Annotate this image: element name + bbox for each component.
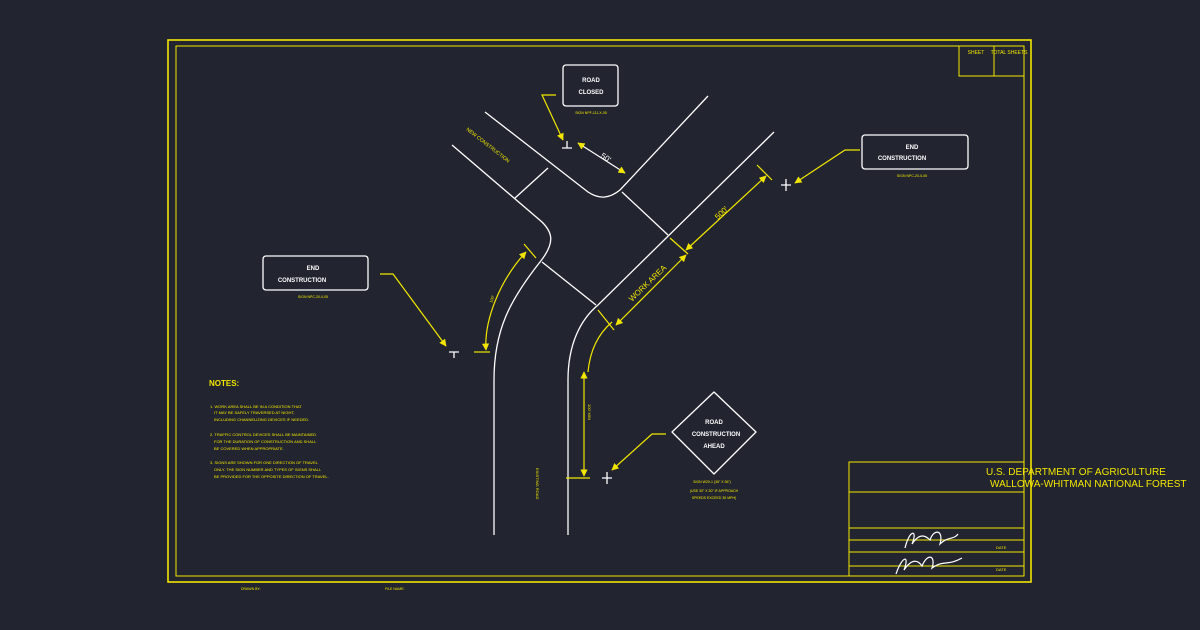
agency-line-1: U.S. DEPARTMENT OF AGRICULTURE	[986, 467, 1166, 478]
title-block	[848, 461, 1025, 577]
agency-line-2: WALLOWA-WHITMAN NATIONAL FOREST	[990, 479, 1186, 490]
note-1-line-1: 1. WORK AREA SHALL BE IN A CONDITION THA…	[210, 404, 302, 409]
note-1-line-2: IT MAY BE SAFELY TRAVERSED AT NIGHT,	[214, 410, 294, 415]
sign-end-left-code: SIGN NPC-20-0-05	[298, 295, 328, 299]
sign-rca-line1: ROAD	[705, 420, 723, 426]
sheet-border	[167, 39, 1032, 583]
sign-rca-line3: AHEAD	[703, 444, 725, 450]
sheet-number-block	[958, 45, 1025, 77]
notes-heading: NOTES:	[209, 379, 239, 388]
signature-1	[904, 531, 959, 549]
sign-road-construction-ahead: ROAD CONSTRUCTION AHEAD	[671, 391, 757, 475]
label-dim-100-left: 100'	[488, 294, 495, 303]
note-2-line-1: 2. TRAFFIC CONTROL DEVICES SHALL BE MAIN…	[210, 432, 316, 437]
label-new-construction: NEW CONSTRUCTION	[465, 127, 511, 165]
note-2-line-3: BE COVERED WHEN APPROPRIATE.	[214, 446, 284, 451]
road-linework	[451, 95, 775, 535]
sign-end-left-line2: CONSTRUCTION	[278, 278, 326, 284]
note-3-line-3: BE PROVIDED FOR THE OPPOSITE DIRECTION O…	[214, 474, 329, 479]
dimension-lines	[474, 142, 773, 479]
label-existing-road: EXISTING ROAD	[535, 468, 540, 499]
sign-posts	[449, 141, 791, 484]
notes-block: NOTES: 1. WORK AREA SHALL BE IN A CONDIT…	[209, 379, 329, 479]
sign-rca-line2: CONSTRUCTION	[692, 432, 740, 438]
sign-road-closed: ROAD CLOSED	[562, 64, 619, 107]
sign-rca-note2: SPEEDS EXCEED 35 MPH)	[692, 496, 736, 500]
total-sheets-label: TOTAL SHEETS	[991, 50, 1029, 56]
sign-road-closed-line1: ROAD	[582, 78, 600, 84]
sign-end-construction-left: END CONSTRUCTION	[262, 255, 369, 291]
sign-end-construction-right: END CONSTRUCTION	[861, 134, 969, 170]
sign-end-right-code: SIGN NPC-20-0-05	[897, 174, 927, 178]
note-2-line-2: FOR THE DURATION OF CONSTRUCTION AND SHA…	[214, 439, 317, 444]
note-1-line-3: INCLUDING CHANNELIZING DEVICES IF NEEDED…	[214, 417, 309, 422]
label-work-area: WORK AREA	[627, 263, 669, 304]
sign-rca-code: SIGN W20-1 (36" X 36")	[693, 480, 731, 484]
sign-end-left-line1: END	[307, 266, 320, 272]
sign-road-closed-code: SIGN NPF-111-X-05	[575, 111, 607, 115]
footer-drawn-by: DRAWN BY:	[241, 587, 261, 591]
leader-lines	[380, 94, 860, 471]
date-label-2: DATE	[996, 567, 1007, 572]
sheet-label: SHEET	[968, 50, 985, 56]
footer-file-name: FILE NAME:	[385, 587, 404, 591]
label-dim-50: 50'	[599, 151, 613, 164]
sign-rca-note1: (USE 30" X 30" IF APPROACH	[690, 489, 739, 493]
label-dim-500: 500'	[713, 204, 730, 221]
date-label: DATE	[996, 545, 1007, 550]
signature-2	[895, 556, 963, 575]
label-dim-100-right: 100' MIN	[587, 404, 592, 420]
sign-road-closed-line2: CLOSED	[578, 90, 604, 96]
sign-end-right-line1: END	[906, 145, 919, 151]
note-3-line-1: 3. SIGNS ARE SHOWN FOR ONE DIRECTION OF …	[210, 460, 319, 465]
note-3-line-2: ONLY. THE SIGN NUMBER AND TYPES OF SIGNS…	[214, 467, 322, 472]
sign-end-right-line2: CONSTRUCTION	[878, 156, 926, 162]
